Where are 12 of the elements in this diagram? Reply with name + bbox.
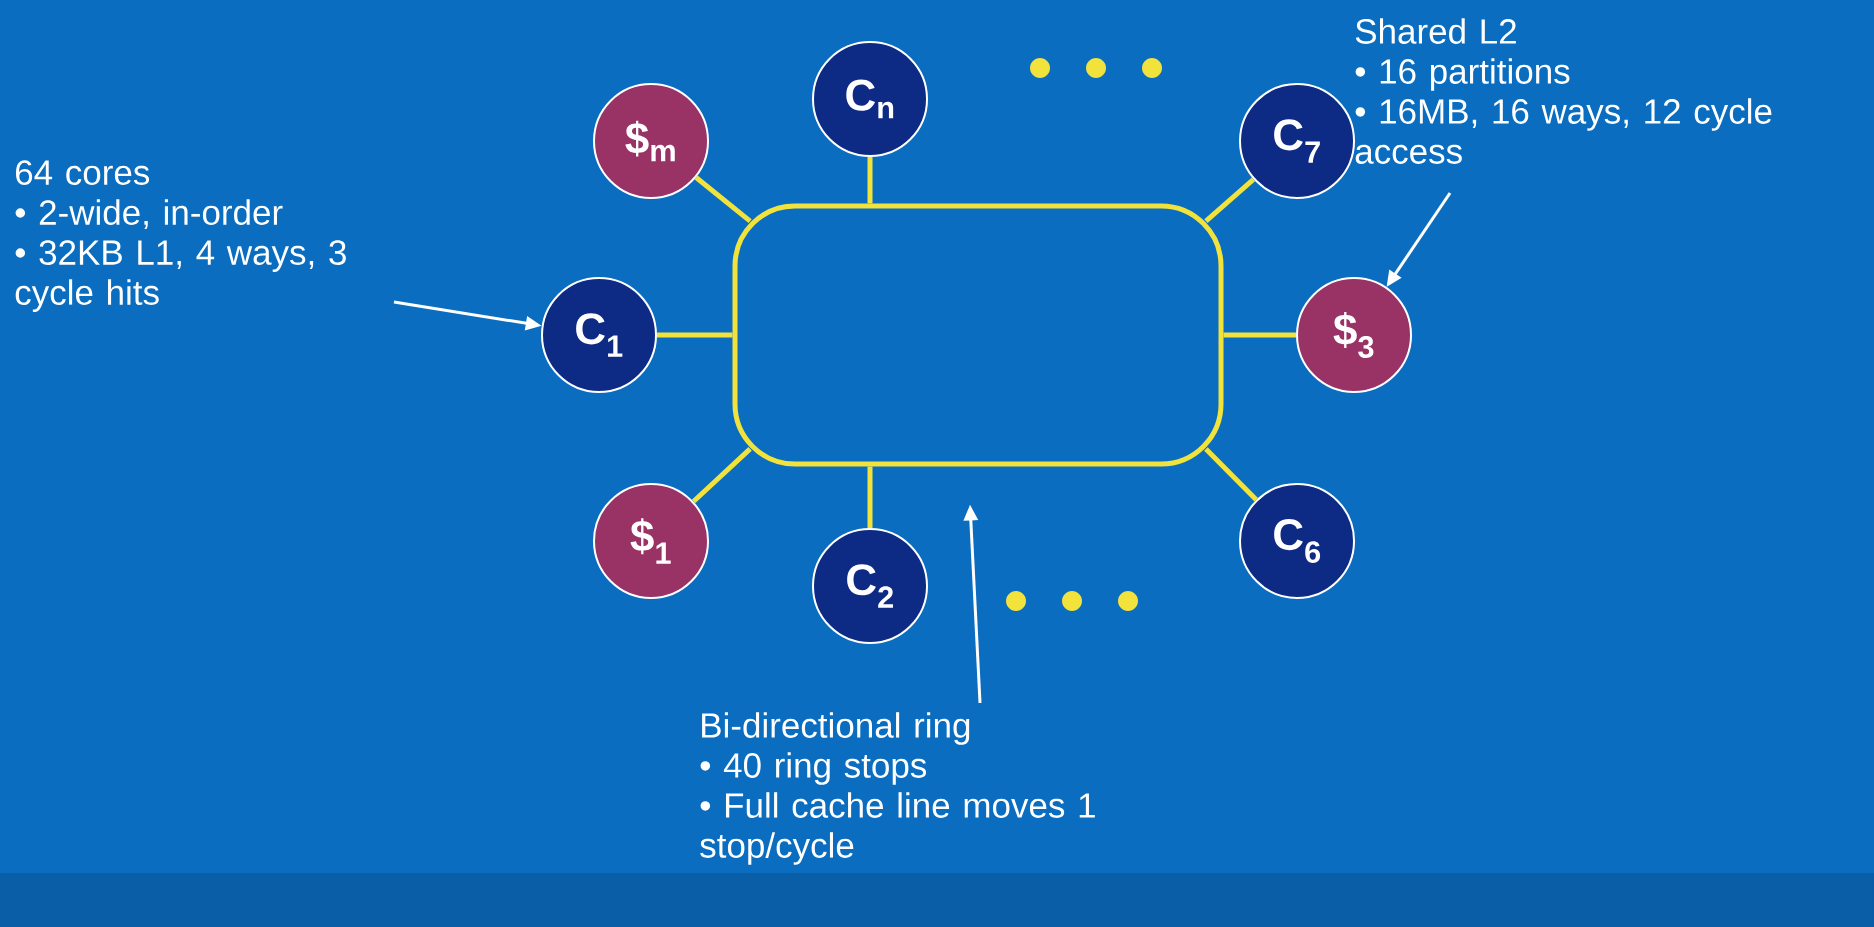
annotation-text: 64 cores • 2-wide, in-order • 32KB L1, 4 ways, 3 cycle hits xyxy=(15,160,346,312)
connector-line xyxy=(1223,332,1296,338)
ring-box xyxy=(732,203,1224,467)
annotation-text: Shared L2 • 16 partitions • 16MB, 16 ways, 12 cycle access xyxy=(1355,18,1772,164)
annotation-text: Bi-directional ring • 40 ring stops • Full cache line moves 1 stop/cycle xyxy=(700,712,1095,865)
connector-line xyxy=(867,466,873,528)
connector-line xyxy=(1204,177,1256,223)
connector-line xyxy=(691,447,752,504)
connector-line xyxy=(867,157,873,204)
connector-line xyxy=(657,332,733,338)
connector-line xyxy=(1204,447,1258,502)
connector-line xyxy=(694,175,752,224)
